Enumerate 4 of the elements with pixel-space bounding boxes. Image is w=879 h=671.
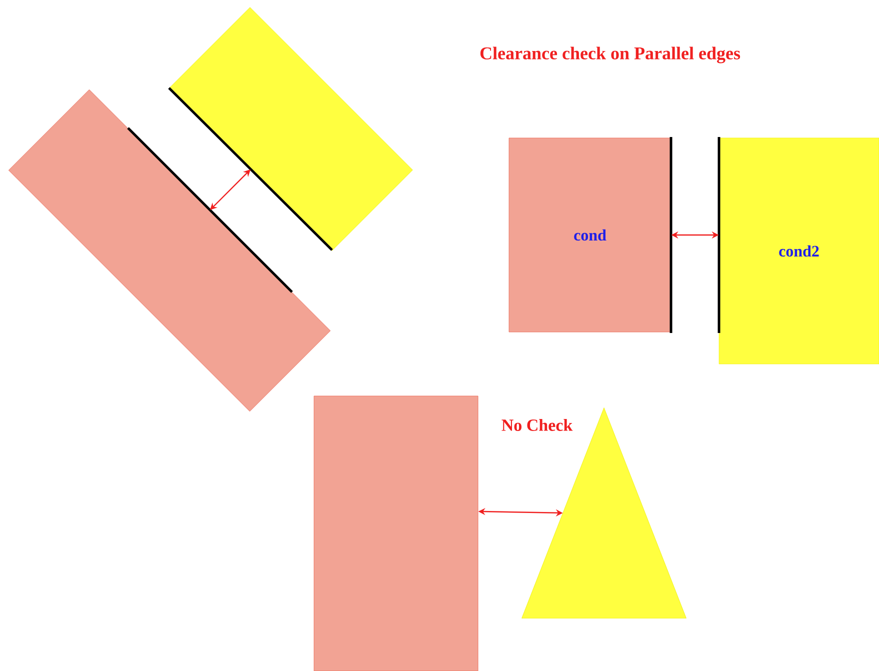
rectangle-shape — [314, 396, 478, 671]
title: Clearance check on Parallel edges — [480, 46, 740, 64]
note-label: No Check — [502, 419, 573, 431]
triangle-shape — [522, 408, 686, 618]
